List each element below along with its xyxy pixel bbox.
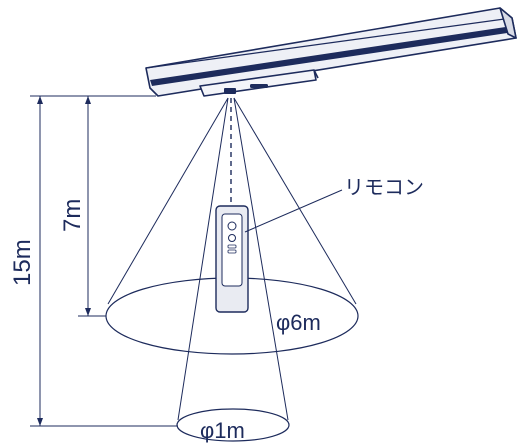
dim-15m-label: 15m xyxy=(9,239,36,286)
remote-button-top xyxy=(227,221,237,231)
reception-cone xyxy=(107,97,357,421)
remote-control xyxy=(215,205,249,313)
sensor-window xyxy=(224,88,236,94)
sensor-indicator xyxy=(250,84,268,88)
remote-leader-line xyxy=(244,189,343,233)
remote-button-b xyxy=(227,249,237,254)
remote-label: リモコン xyxy=(344,177,424,199)
range-ellipse-small xyxy=(176,408,290,442)
dimension-lines xyxy=(30,95,178,427)
fixture-stripe xyxy=(150,26,514,86)
dim-7m-label: 7m xyxy=(59,199,86,232)
fixture-bar xyxy=(145,7,517,97)
remote-button-a xyxy=(227,244,237,249)
light-fixture xyxy=(145,7,517,97)
remote-button-mid xyxy=(228,234,236,242)
fixture-end-cap xyxy=(499,7,517,39)
diameter-small-label: φ1m xyxy=(200,418,245,443)
diameter-large-label: φ6m xyxy=(276,310,321,335)
